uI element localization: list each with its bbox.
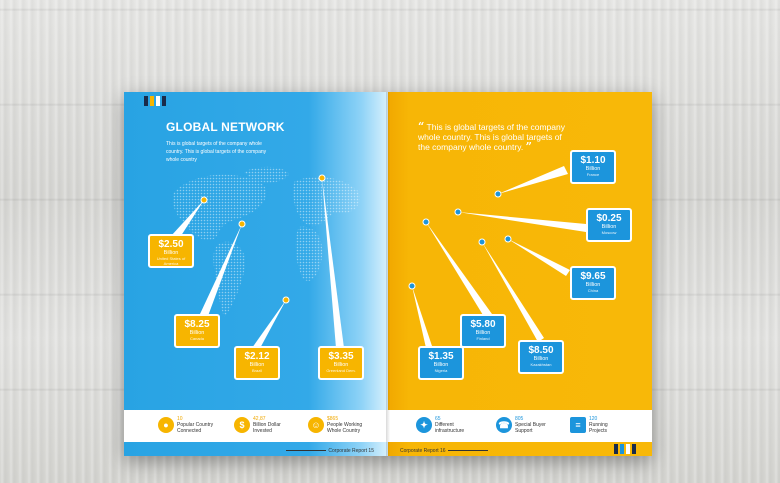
bubble-amount: $3.35 (328, 351, 354, 362)
bubble-place: Canada (189, 336, 204, 341)
right-page: “ This is global targets of the company … (388, 92, 652, 456)
stat-label: Projects (589, 428, 608, 434)
bubble-place: Kazakhstan (530, 362, 552, 367)
stat-number: 805 (515, 416, 524, 422)
bubble-unit: Billion (433, 362, 449, 368)
stat-number: 120 (589, 416, 598, 422)
quote-block: “ This is global targets of the company … (418, 120, 568, 153)
stat-item: ● 10 Popular Country Connected (158, 416, 213, 434)
network-icon: ✦ (416, 417, 432, 433)
right-pointer-lines (408, 166, 586, 348)
bubble-amount: $8.50 (528, 345, 554, 356)
open-brochure: GLOBAL NETWORK This is global targets of… (124, 92, 652, 456)
stat-label: Running (589, 422, 608, 428)
left-page: GLOBAL NETWORK This is global targets of… (124, 92, 388, 456)
stat-label: Invested (253, 428, 272, 434)
stat-label: Whole Country (327, 428, 361, 434)
bubble-place: Brazil (251, 368, 262, 373)
stat-item: ☎ 805 Special Buyer Support (496, 416, 546, 434)
bubble-place: France (586, 172, 600, 177)
stat-item: ✦ 65 Different infrastructure (416, 416, 464, 434)
bubble-place: Moscow (601, 230, 617, 235)
stat-label: Different (435, 422, 454, 428)
bubble-unit: Billion (189, 330, 205, 336)
page-corner-bars (144, 96, 166, 106)
book-spine (386, 92, 390, 456)
stat-label: Popular Country (177, 422, 214, 428)
stat-label: Billion Dollar (253, 422, 281, 428)
bubble-place: China (587, 288, 599, 293)
bubble-amount: $8.25 (184, 319, 210, 330)
page-footer: Corporate Report 15 (286, 448, 374, 454)
dotted-world-map (172, 166, 360, 317)
open-quote-icon: “ (418, 120, 425, 133)
bubble-unit: Billion (533, 356, 549, 362)
bubble-amount: $0.25 (596, 213, 622, 224)
bubble-unit: Billion (163, 250, 179, 256)
value-bubble: $1.10 Billion France (570, 150, 616, 184)
bubble-amount: $5.80 (470, 319, 496, 330)
value-bubble: $1.35 Billion Nigeria (418, 346, 464, 380)
bubble-amount: $2.50 (158, 239, 184, 250)
page-corner-bars (614, 444, 636, 454)
bubble-unit: Billion (601, 224, 617, 230)
stat-number: $865 (327, 416, 339, 422)
footer-text: Corporate Report 15 (328, 448, 374, 454)
value-bubble: $5.80 Billion Finland (460, 314, 506, 348)
value-bubble: $2.12 Billion Brazil (234, 346, 280, 380)
stat-label: People Working (327, 422, 363, 428)
list-icon: ≡ (570, 417, 586, 433)
page-title: GLOBAL NETWORK (166, 120, 285, 134)
stat-label: Connected (177, 428, 202, 434)
page-footer: Corporate Report 16 (400, 448, 488, 454)
stat-label: infrastructure (435, 428, 465, 434)
bubble-place: Greenland Dem. (326, 368, 356, 373)
bubble-amount: $2.12 (244, 351, 270, 362)
stat-label: Special Buyer (515, 422, 546, 428)
bubble-unit: Billion (249, 362, 265, 368)
stat-number: 42,87 (253, 416, 266, 422)
stat-item: $ 42,87 Billion Dollar Invested (234, 416, 281, 434)
stat-item: ☺ $865 People Working Whole Country (308, 416, 362, 434)
stat-number: 65 (435, 416, 441, 422)
stats-bar: ✦ 65 Different infrastructure ☎ 805 Spec… (388, 410, 652, 442)
bubble-amount: $1.35 (428, 351, 454, 362)
value-bubble: $8.25 Billion Canada (174, 314, 220, 348)
left-pointer-lines (171, 174, 344, 352)
quote-text: This is global targets of the company wh… (418, 122, 565, 152)
support-agent-icon: ☎ (496, 417, 512, 433)
value-bubble: $2.50 Billion United States of America (148, 234, 194, 268)
stats-bar: ● 10 Popular Country Connected $ 42,87 B… (124, 410, 388, 442)
value-bubble: $3.35 Billion Greenland Dem. (318, 346, 364, 380)
people-icon: ☺ (308, 417, 324, 433)
bubble-place: Finland (476, 336, 490, 341)
stat-label: Support (515, 428, 533, 434)
money-bag-icon: $ (234, 417, 250, 433)
stat-item: ≡ 120 Running Projects (570, 416, 608, 434)
bubble-place: United States of America (156, 256, 186, 266)
stat-number: 10 (177, 416, 183, 422)
bubble-unit: Billion (475, 330, 491, 336)
bubble-amount: $9.65 (580, 271, 606, 282)
bubble-unit: Billion (333, 362, 349, 368)
bubble-unit: Billion (585, 166, 601, 172)
value-bubble: $0.25 Billion Moscow (586, 208, 632, 242)
footer-text: Corporate Report 16 (400, 448, 446, 454)
intro-text: This is global targets of the company wh… (166, 141, 267, 163)
value-bubble: $9.65 Billion China (570, 266, 616, 300)
globe-icon: ● (158, 417, 174, 433)
bubble-unit: Billion (585, 282, 601, 288)
close-quote-icon: ” (525, 140, 532, 153)
value-bubble: $8.50 Billion Kazakhstan (518, 340, 564, 374)
bubble-amount: $1.10 (580, 155, 606, 166)
bubble-place: Nigeria (434, 368, 448, 373)
